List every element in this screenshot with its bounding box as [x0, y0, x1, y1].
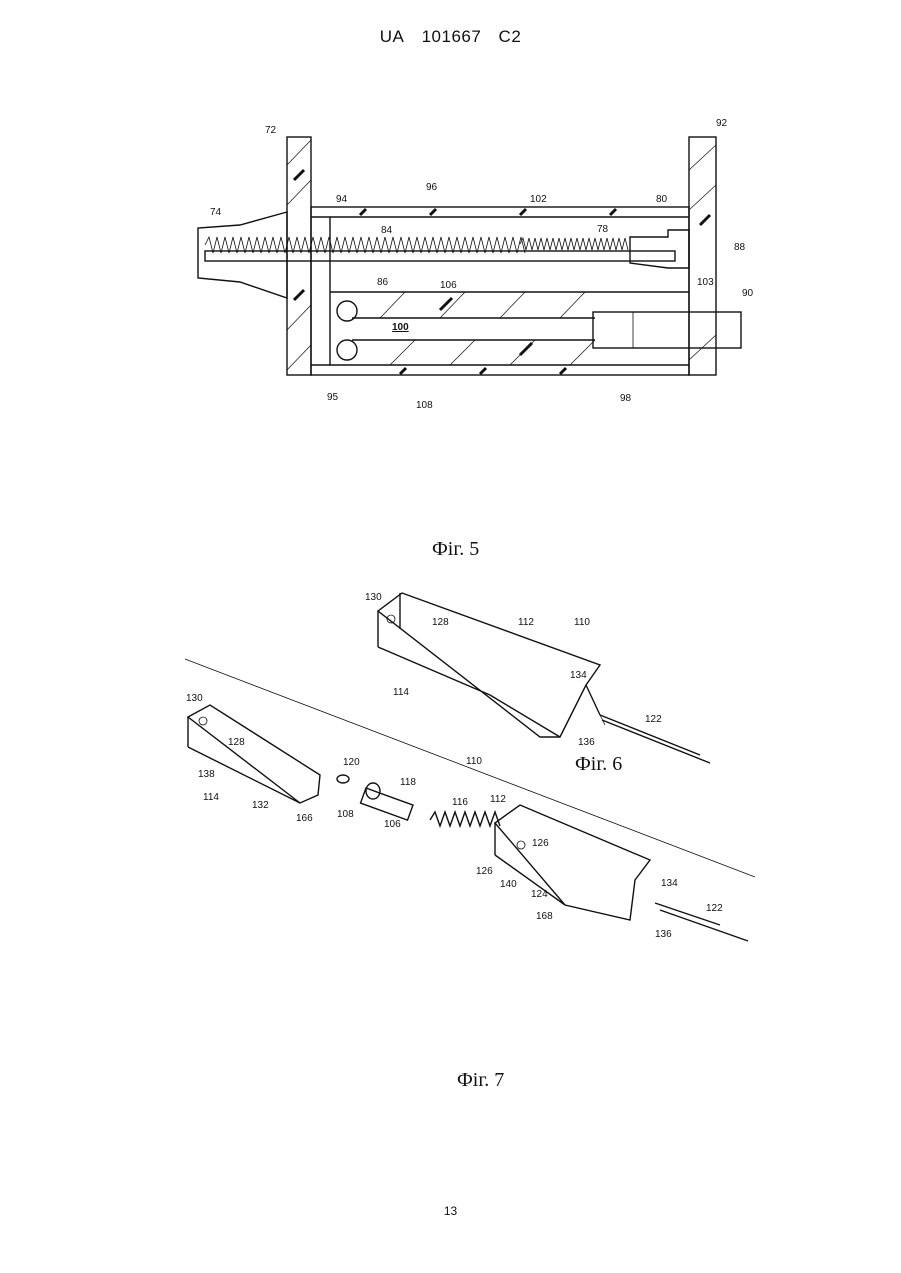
- ref-label: 118: [400, 777, 416, 788]
- ref-label: 168: [536, 911, 553, 922]
- ref-label: 128: [228, 737, 245, 748]
- ref-label: 128: [432, 617, 449, 628]
- ref-label: 138: [198, 769, 215, 780]
- ref-label: 96: [426, 182, 438, 193]
- ref-label: 130: [186, 693, 203, 704]
- ref-label: 80: [656, 194, 668, 205]
- ref-label: 110: [466, 756, 482, 767]
- figure-7-labels: 130 128 110 120 118 138 114 132 166 108 …: [186, 693, 723, 940]
- ref-label: 110: [574, 617, 590, 628]
- ref-label: 94: [336, 194, 348, 205]
- ref-label: 134: [661, 878, 678, 889]
- ref-label: 140: [500, 879, 517, 890]
- ref-label: 74: [210, 207, 222, 218]
- ref-label: 78: [597, 224, 609, 235]
- figure-5-caption: Фіг. 5: [432, 538, 479, 561]
- page-number: 13: [0, 1204, 901, 1218]
- ref-label: 108: [416, 400, 433, 411]
- ref-label: 116: [452, 797, 468, 808]
- ref-label: 102: [530, 194, 547, 205]
- ref-label: 108: [337, 809, 354, 820]
- ref-label: 132: [252, 800, 269, 811]
- ref-label: 106: [384, 819, 401, 830]
- ref-label: 124: [531, 889, 548, 900]
- ref-label: 92: [716, 118, 728, 129]
- ref-label: 100: [392, 322, 409, 333]
- figure-5-drawing: 72 92 74 94 96 102 80 78 84 88 86 106 10…: [0, 0, 901, 440]
- ref-label: 136: [655, 929, 672, 940]
- section-hatching: [287, 140, 716, 374]
- ref-label: 130: [365, 592, 382, 603]
- ref-label: 126: [532, 838, 549, 849]
- ref-label: 86: [377, 277, 389, 288]
- ref-label: 166: [296, 813, 313, 824]
- ref-label: 112: [490, 794, 506, 805]
- ref-label: 114: [203, 792, 219, 803]
- figure-7-caption: Фіг. 7: [457, 1069, 504, 1092]
- ref-label: 95: [327, 392, 339, 403]
- ref-label: 126: [476, 866, 493, 877]
- ref-label: 103: [697, 277, 714, 288]
- ref-label: 84: [381, 225, 393, 236]
- ref-label: 90: [742, 288, 754, 299]
- ref-label: 72: [265, 125, 277, 136]
- figure-7-drawing: 130 128 110 120 118 138 114 132 166 108 …: [0, 655, 901, 955]
- ref-label: 122: [706, 903, 723, 914]
- figure-5-labels: 72 92 74 94 96 102 80 78 84 88 86 106 10…: [210, 118, 754, 411]
- ref-label: 120: [343, 757, 360, 768]
- ref-label: 88: [734, 242, 746, 253]
- ref-label: 98: [620, 393, 632, 404]
- ref-label: 106: [440, 280, 457, 291]
- ref-label: 112: [518, 617, 534, 628]
